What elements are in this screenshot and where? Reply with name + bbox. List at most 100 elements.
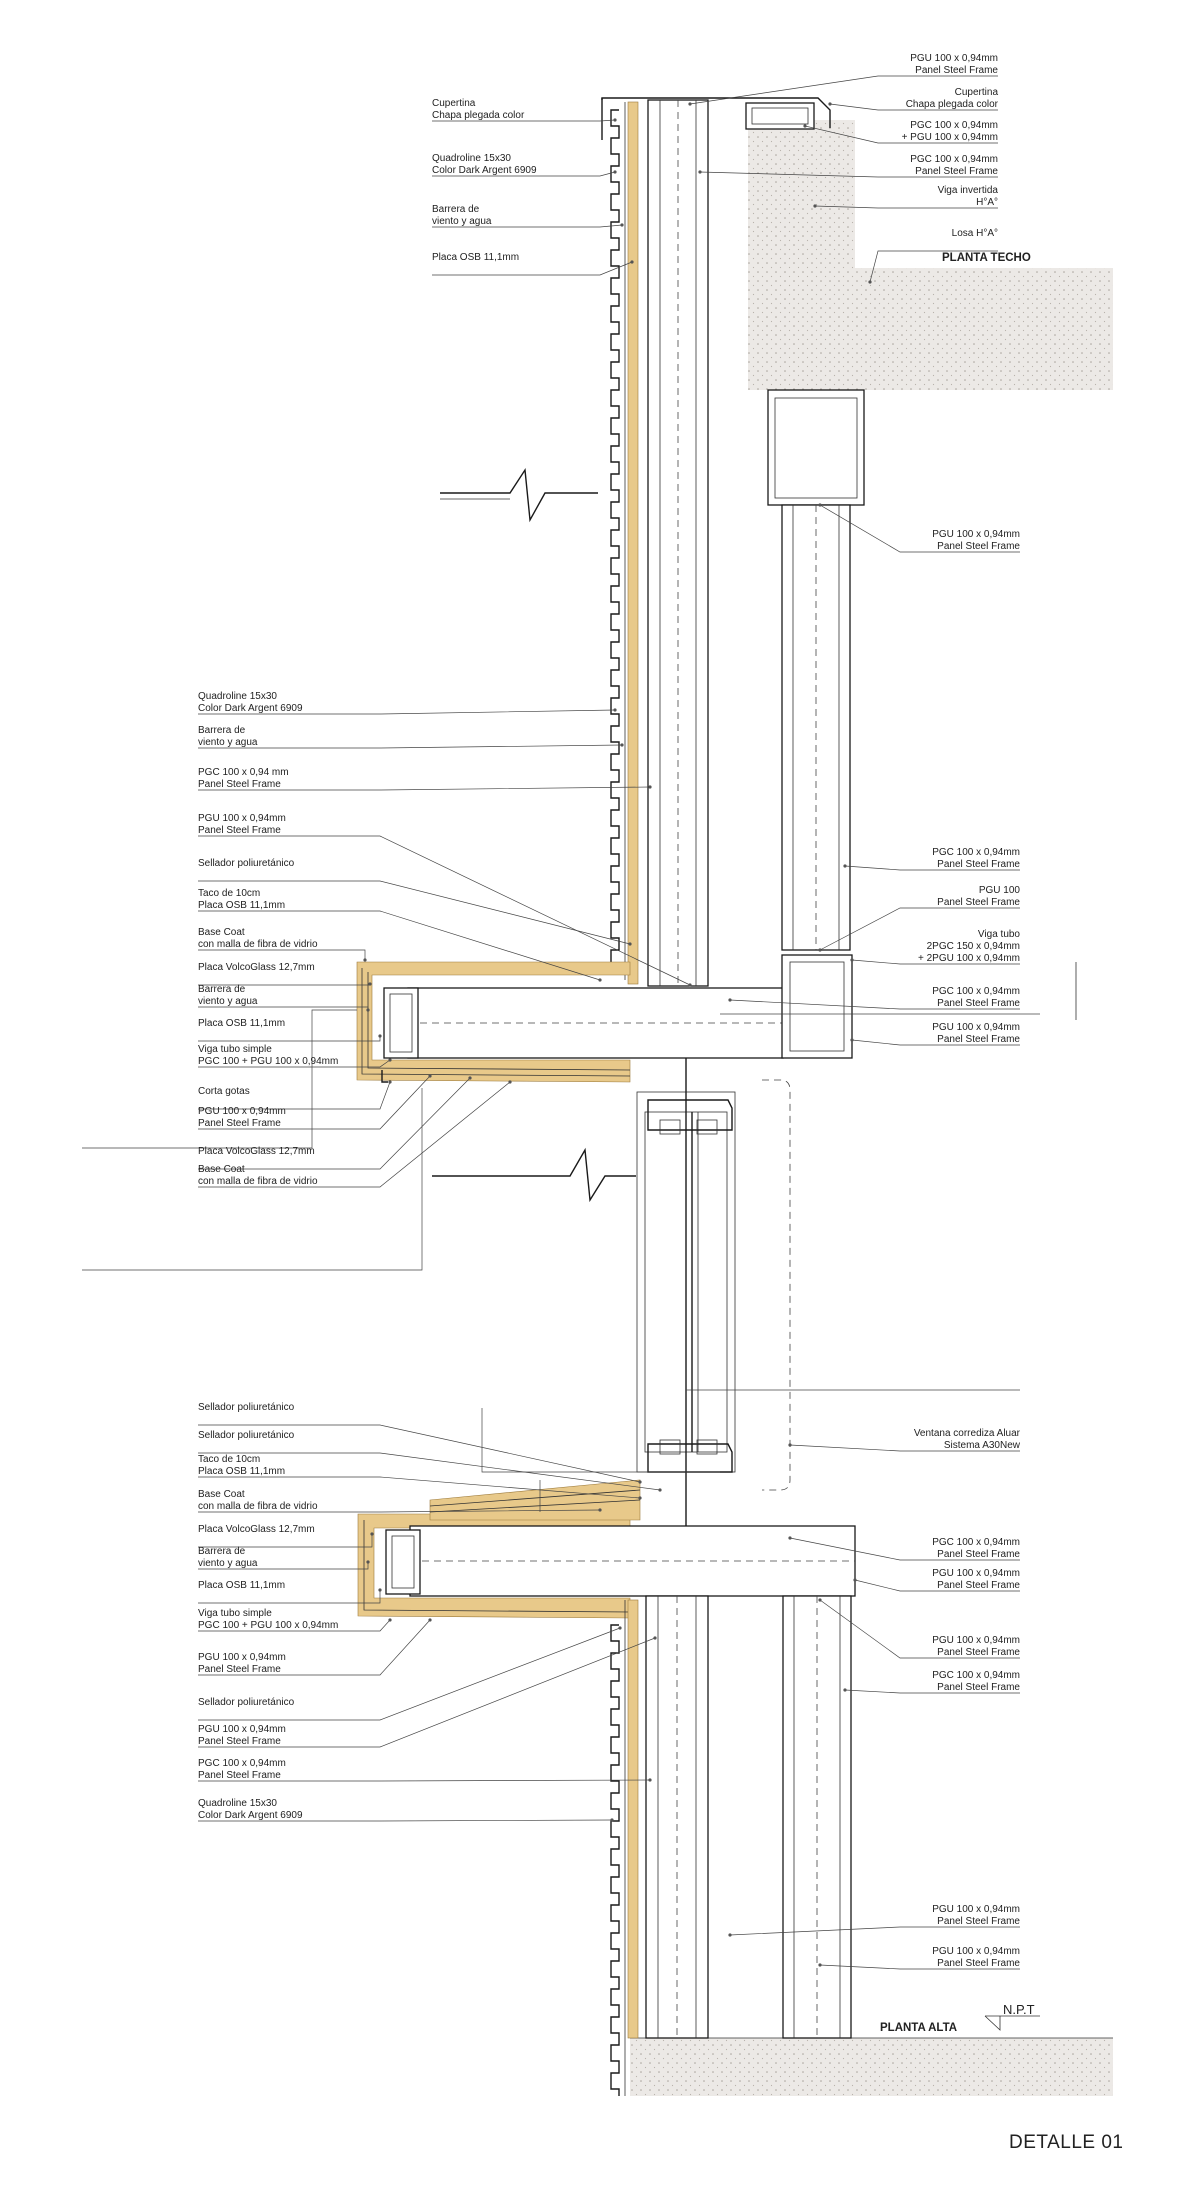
svg-text:Viga invertida: Viga invertida: [938, 185, 999, 196]
svg-text:Sellador poliuretánico: Sellador poliuretánico: [198, 1402, 295, 1413]
svg-text:PGU 100 x 0,94mm: PGU 100 x 0,94mm: [932, 529, 1020, 540]
svg-text:Panel Steel Frame: Panel Steel Frame: [937, 1682, 1020, 1693]
label-left: Sellador poliuretánico: [198, 1402, 295, 1413]
svg-text:Barrera de: Barrera de: [432, 204, 480, 215]
svg-text:Losa H°A°: Losa H°A°: [952, 228, 998, 239]
lower-wall: [610, 1595, 852, 2096]
label-right: PGC 100 x 0,94mm+ PGU 100 x 0,94mm: [902, 120, 998, 143]
sliding-window: [636, 1058, 736, 1542]
svg-text:Cupertina: Cupertina: [432, 98, 476, 109]
svg-text:Chapa plegada color: Chapa plegada color: [432, 110, 525, 121]
svg-text:Panel Steel Frame: Panel Steel Frame: [198, 1770, 281, 1781]
interior-column: [767, 389, 865, 951]
label-left: Placa OSB 11,1mm: [198, 1580, 285, 1591]
svg-text:PGC 100 + PGU 100 x 0,94mm: PGC 100 + PGU 100 x 0,94mm: [198, 1056, 338, 1067]
svg-text:2PGC 150 x 0,94mm: 2PGC 150 x 0,94mm: [927, 941, 1020, 952]
svg-text:Panel Steel Frame: Panel Steel Frame: [937, 541, 1020, 552]
svg-text:con malla de fibra de vidrio: con malla de fibra de vidrio: [198, 1501, 318, 1512]
svg-text:PGC 100 x 0,94mm: PGC 100 x 0,94mm: [198, 1758, 286, 1769]
svg-text:Placa OSB 11,1mm: Placa OSB 11,1mm: [198, 1018, 285, 1029]
svg-text:PGU 100 x 0,94mm: PGU 100 x 0,94mm: [198, 1106, 286, 1117]
svg-text:Base Coat: Base Coat: [198, 1489, 245, 1500]
lower-cantilever: [357, 1479, 856, 1619]
svg-text:PGU 100 x 0,94mm: PGU 100 x 0,94mm: [932, 1635, 1020, 1646]
svg-text:Quadroline 15x30: Quadroline 15x30: [432, 153, 511, 164]
label-left: Sellador poliuretánico: [198, 858, 295, 869]
svg-text:Placa VolcoGlass 12,7mm: Placa VolcoGlass 12,7mm: [198, 962, 315, 973]
svg-text:H°A°: H°A°: [976, 197, 998, 208]
concrete-roof-beam: [748, 120, 855, 268]
svg-text:PGC 100 x 0,94mm: PGC 100 x 0,94mm: [932, 1537, 1020, 1548]
svg-text:Color Dark Argent 6909: Color Dark Argent 6909: [198, 1810, 303, 1821]
svg-text:PGC 100 x 0,94 mm: PGC 100 x 0,94 mm: [198, 767, 289, 778]
label-left: Placa VolcoGlass 12,7mm: [198, 1524, 315, 1535]
svg-text:Panel Steel Frame: Panel Steel Frame: [915, 166, 998, 177]
svg-text:PGU 100 x 0,94mm: PGU 100 x 0,94mm: [198, 1652, 286, 1663]
svg-text:Sellador poliuretánico: Sellador poliuretánico: [198, 1697, 295, 1708]
concrete-floor-slab: [630, 2037, 1113, 2096]
svg-text:Sistema A30New: Sistema A30New: [944, 1440, 1021, 1451]
label-left: Corta gotas: [198, 1086, 250, 1097]
svg-text:Viga tubo simple: Viga tubo simple: [198, 1044, 272, 1055]
npt-label: N.P.T: [1003, 2002, 1035, 2017]
svg-text:Barrera de: Barrera de: [198, 1546, 246, 1557]
svg-text:Ventana corrediza Aluar: Ventana corrediza Aluar: [914, 1428, 1021, 1439]
svg-text:Panel Steel Frame: Panel Steel Frame: [937, 1958, 1020, 1969]
svg-text:PGU 100 x 0,94mm: PGU 100 x 0,94mm: [932, 1946, 1020, 1957]
svg-text:Panel Steel Frame: Panel Steel Frame: [915, 65, 998, 76]
svg-text:PGU 100 x 0,94mm: PGU 100 x 0,94mm: [198, 813, 286, 824]
svg-text:Color Dark Argent 6909: Color Dark Argent 6909: [198, 703, 303, 714]
svg-text:PGU 100 x 0,94mm: PGU 100 x 0,94mm: [932, 1022, 1020, 1033]
svg-text:Base Coat: Base Coat: [198, 1164, 245, 1175]
level-plantatecho: PLANTA TECHO: [942, 252, 1031, 264]
svg-text:Color Dark Argent 6909: Color Dark Argent 6909: [432, 165, 537, 176]
svg-text:Placa VolcoGlass 12,7mm: Placa VolcoGlass 12,7mm: [198, 1146, 315, 1157]
label-left: Placa OSB 11,1mm: [432, 252, 519, 263]
leaders-right: [688, 75, 1020, 1970]
svg-text:Sellador poliuretánico: Sellador poliuretánico: [198, 1430, 295, 1441]
svg-text:Quadroline 15x30: Quadroline 15x30: [198, 1798, 277, 1809]
svg-text:Panel Steel Frame: Panel Steel Frame: [198, 1118, 281, 1129]
svg-text:+ 2PGU 100 x 0,94mm: + 2PGU 100 x 0,94mm: [918, 953, 1020, 964]
label-left: Placa VolcoGlass 12,7mm: [198, 1146, 315, 1157]
svg-text:Panel Steel Frame: Panel Steel Frame: [198, 825, 281, 836]
svg-text:Barrera de: Barrera de: [198, 725, 246, 736]
svg-text:viento y agua: viento y agua: [198, 737, 258, 748]
svg-text:Chapa plegada color: Chapa plegada color: [906, 99, 999, 110]
svg-text:Panel Steel Frame: Panel Steel Frame: [937, 1647, 1020, 1658]
svg-text:Panel Steel Frame: Panel Steel Frame: [937, 1034, 1020, 1045]
upper-wall: [601, 97, 831, 987]
svg-text:Placa OSB 11,1mm: Placa OSB 11,1mm: [198, 1580, 285, 1591]
label-right: Losa H°A°: [952, 228, 998, 239]
svg-text:PGU 100 x 0,94mm: PGU 100 x 0,94mm: [932, 1904, 1020, 1915]
svg-text:Placa OSB 11,1mm: Placa OSB 11,1mm: [198, 900, 285, 911]
svg-text:viento y agua: viento y agua: [198, 996, 258, 1007]
break-line-middle: [432, 1147, 636, 1203]
svg-text:Barrera de: Barrera de: [198, 984, 246, 995]
